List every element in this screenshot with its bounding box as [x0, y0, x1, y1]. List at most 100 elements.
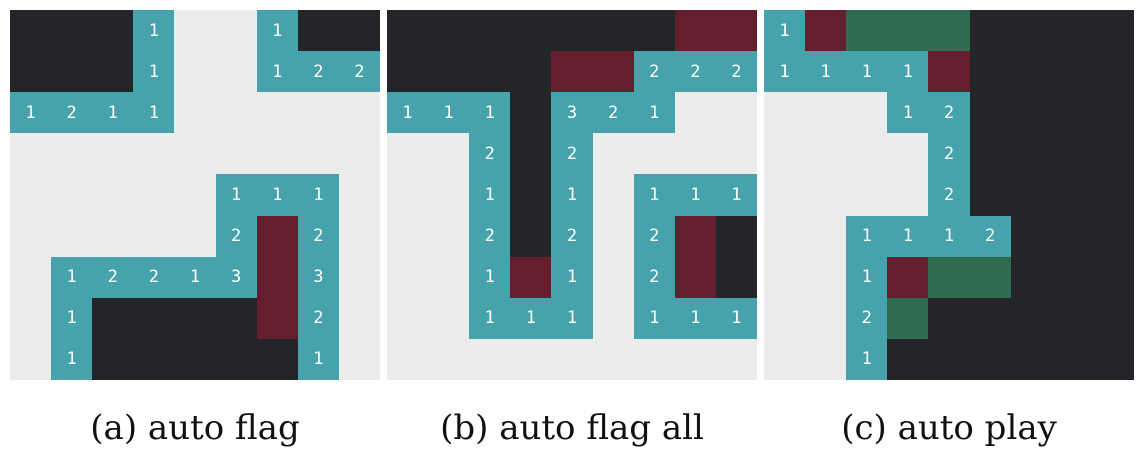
unrevealed-cell — [969, 174, 1011, 216]
opened-cell — [592, 133, 634, 175]
unrevealed-cell — [1051, 51, 1093, 93]
opened-cell — [428, 133, 470, 175]
number-cell: 1 — [92, 92, 134, 134]
unrevealed-cell — [510, 51, 552, 93]
opened-cell — [338, 174, 380, 216]
unrevealed-cell — [1010, 215, 1052, 257]
number-cell: 1 — [469, 174, 511, 216]
opened-cell — [387, 215, 429, 257]
unrevealed-cell — [1051, 10, 1093, 52]
number-cell: 1 — [887, 215, 929, 257]
number-cell: 1 — [10, 92, 52, 134]
opened-cell — [174, 133, 216, 175]
opened-cell — [387, 256, 429, 298]
auto-played-cell — [887, 10, 929, 52]
opened-cell — [592, 174, 634, 216]
opened-cell — [805, 338, 847, 380]
opened-cell — [428, 215, 470, 257]
opened-cell — [133, 215, 175, 257]
auto-played-cell — [928, 256, 970, 298]
unrevealed-cell — [510, 92, 552, 134]
number-cell: 1 — [715, 174, 757, 216]
unrevealed-cell — [592, 10, 634, 52]
opened-cell — [92, 215, 134, 257]
unrevealed-cell — [387, 10, 429, 52]
number-cell: 1 — [51, 256, 93, 298]
number-cell: 2 — [92, 256, 134, 298]
number-cell: 1 — [297, 174, 339, 216]
unrevealed-cell — [215, 297, 257, 339]
number-cell: 1 — [764, 51, 806, 93]
number-cell: 2 — [969, 215, 1011, 257]
unrevealed-cell — [469, 51, 511, 93]
opened-cell — [764, 174, 806, 216]
opened-cell — [174, 174, 216, 216]
opened-cell — [674, 133, 716, 175]
unrevealed-cell — [1092, 133, 1134, 175]
number-cell: 2 — [51, 92, 93, 134]
opened-cell — [805, 92, 847, 134]
unrevealed-cell — [1010, 256, 1052, 298]
number-cell: 1 — [133, 51, 175, 93]
unrevealed-cell — [92, 51, 134, 93]
number-cell: 1 — [846, 256, 888, 298]
number-cell: 2 — [928, 133, 970, 175]
unrevealed-cell — [969, 297, 1011, 339]
unrevealed-cell — [133, 338, 175, 380]
opened-cell — [805, 256, 847, 298]
unrevealed-cell — [1092, 92, 1134, 134]
opened-cell — [805, 215, 847, 257]
unrevealed-cell — [510, 10, 552, 52]
opened-cell — [174, 51, 216, 93]
number-cell: 2 — [633, 215, 675, 257]
unrevealed-cell — [174, 338, 216, 380]
flagged-cell — [805, 10, 847, 52]
caption-auto-play: (c) auto play — [841, 408, 1057, 448]
unrevealed-cell — [1010, 10, 1052, 52]
opened-cell — [428, 338, 470, 380]
unrevealed-cell — [1092, 174, 1134, 216]
unrevealed-cell — [1051, 215, 1093, 257]
unrevealed-cell — [928, 297, 970, 339]
unrevealed-cell — [10, 10, 52, 52]
unrevealed-cell — [1051, 338, 1093, 380]
number-cell: 1 — [633, 174, 675, 216]
opened-cell — [805, 297, 847, 339]
opened-cell — [10, 133, 52, 175]
number-cell: 3 — [297, 256, 339, 298]
number-cell: 2 — [551, 133, 593, 175]
number-cell: 1 — [551, 256, 593, 298]
opened-cell — [92, 174, 134, 216]
number-cell: 2 — [297, 297, 339, 339]
unrevealed-cell — [1092, 10, 1134, 52]
number-cell: 1 — [928, 215, 970, 257]
number-cell: 1 — [846, 215, 888, 257]
number-cell: 1 — [256, 51, 298, 93]
number-cell: 1 — [846, 51, 888, 93]
flagged-cell — [715, 10, 757, 52]
opened-cell — [764, 92, 806, 134]
unrevealed-cell — [428, 51, 470, 93]
number-cell: 2 — [469, 215, 511, 257]
opened-cell — [215, 133, 257, 175]
unrevealed-cell — [92, 297, 134, 339]
number-cell: 2 — [674, 51, 716, 93]
number-cell: 1 — [428, 92, 470, 134]
flagged-cell — [674, 256, 716, 298]
number-cell: 1 — [715, 297, 757, 339]
number-cell: 1 — [846, 338, 888, 380]
auto-played-cell — [846, 10, 888, 52]
unrevealed-cell — [1092, 338, 1134, 380]
number-cell: 2 — [928, 174, 970, 216]
opened-cell — [633, 338, 675, 380]
number-cell: 1 — [805, 51, 847, 93]
opened-cell — [428, 174, 470, 216]
opened-cell — [551, 338, 593, 380]
number-cell: 2 — [592, 92, 634, 134]
unrevealed-cell — [1092, 51, 1134, 93]
